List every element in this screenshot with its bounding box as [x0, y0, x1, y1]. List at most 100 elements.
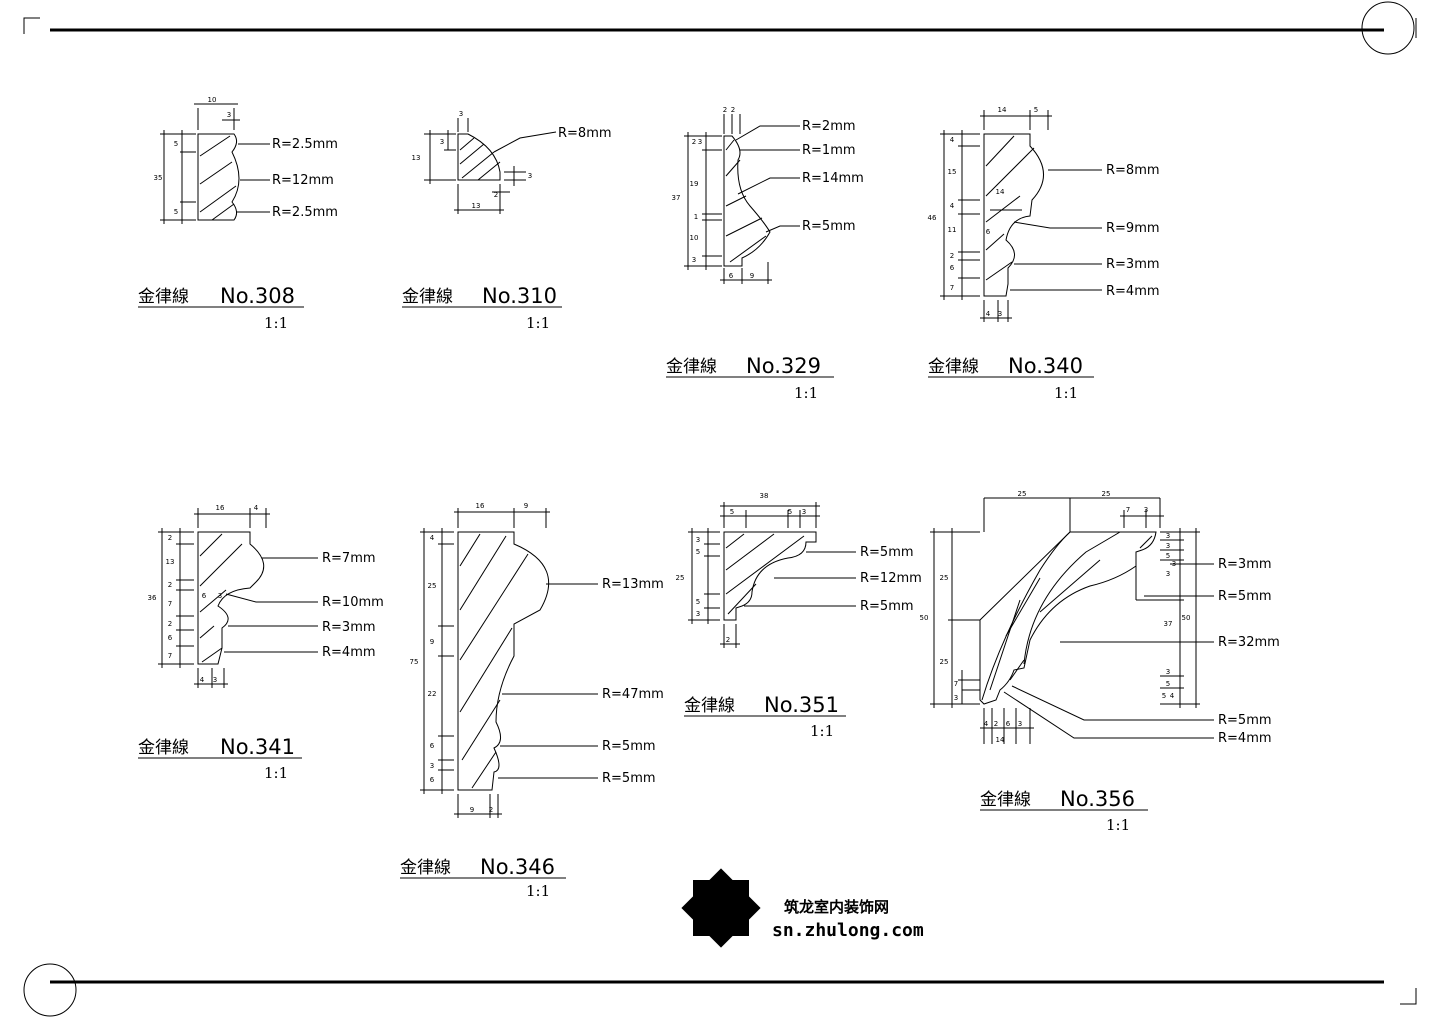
profile-340-dim: 46: [928, 214, 937, 222]
profile-356-dim: 5: [1166, 680, 1170, 688]
profile-310-leaders: [493, 131, 557, 153]
profile-346-dim: 2: [489, 806, 493, 814]
profile-356-section: [930, 497, 1200, 744]
profile-341-dim: 36: [148, 594, 157, 602]
profile-356-dim: 4: [984, 720, 989, 728]
profile-340-radius-label: R=3mm: [1106, 257, 1160, 272]
profile-308-radius-label: R=2.5mm: [272, 137, 338, 152]
profile-340-radius-label: R=4mm: [1106, 284, 1160, 299]
profile-310-dim: 2: [494, 191, 498, 199]
profile-308-dim: 5: [174, 208, 178, 216]
profile-341-dim: 2: [168, 581, 172, 589]
zhulong-logo-icon: [681, 868, 761, 948]
profile-351-radius-label: R=5mm: [860, 545, 914, 560]
profile-308-scale: 1:1: [264, 314, 288, 332]
profile-351-section: [688, 502, 820, 648]
profile-329-section: [684, 114, 772, 284]
profile-356-dim: 5: [1166, 552, 1170, 560]
profile-310-dim: 13: [412, 154, 421, 162]
profile-308-dim: 5: [174, 140, 178, 148]
profile-308-dim: 3: [227, 111, 231, 119]
profile-351-dim: 5: [696, 598, 700, 606]
profile-356-dim: 37: [1164, 620, 1173, 628]
profile-340-dim: 4: [950, 202, 955, 210]
profile-308-dim: 10: [208, 96, 217, 104]
profile-329-dim: 2: [723, 106, 727, 114]
profile-329-title-number: No.329: [746, 354, 821, 378]
profile-356-radius-label: R=32mm: [1218, 635, 1280, 650]
profile-341-scale: 1:1: [264, 764, 288, 782]
profile-329-radius-label: R=1mm: [802, 143, 856, 158]
profile-341-dim: 4: [254, 504, 259, 512]
profile-346-dim: 6: [430, 776, 435, 784]
profile-351-dim: 25: [676, 574, 685, 582]
profile-340-radius-label: R=9mm: [1106, 221, 1160, 236]
profile-346-dim: 9: [430, 638, 434, 646]
profile-340-dim: 11: [948, 226, 957, 234]
profile-351-radius-label: R=12mm: [860, 571, 922, 586]
profile-346-dim: 16: [476, 502, 485, 510]
watermark: 筑龙室内装饰网 sn.zhulong.com: [681, 868, 924, 948]
profile-351-dim: 3: [696, 610, 700, 618]
profile-329-scale: 1:1: [794, 384, 818, 402]
profile-346-leaders: [498, 583, 598, 779]
profile-329-radius-label: R=14mm: [802, 171, 864, 186]
profile-351-dim: 38: [760, 492, 769, 500]
profile-340-dim: 6: [950, 264, 955, 272]
profile-340-dim: 6: [986, 228, 991, 236]
profile-310: 3 3 13 3 2 13 R=8mm 金律線 No.310 1:1: [402, 110, 612, 332]
profile-356-dim: 6: [1006, 720, 1011, 728]
profile-351-dim: 5: [788, 508, 792, 516]
profile-341-dim: 6: [168, 634, 173, 642]
profile-356-dim: 4: [1170, 692, 1175, 700]
profile-341-dim: 16: [216, 504, 225, 512]
sheet-frame: [23, 1, 1417, 1017]
profile-341-radius-label: R=3mm: [322, 620, 376, 635]
profile-341-dim: 4: [200, 676, 205, 684]
profile-329-radius-label: R=2mm: [802, 119, 856, 134]
profile-310-scale: 1:1: [526, 314, 550, 332]
profile-310-title-name: 金律線: [402, 287, 453, 307]
profile-329-dim: 2: [731, 106, 735, 114]
profile-310-section: [424, 118, 526, 214]
profile-351-dim: 3: [696, 536, 700, 544]
profile-308-dim: 35: [154, 174, 163, 182]
profile-346-dim: 25: [428, 582, 437, 590]
profile-351-dim: 3: [802, 508, 806, 516]
profile-310-dim: 3: [528, 172, 532, 180]
profile-329-dim: 2: [692, 138, 696, 146]
profile-341-dim: 2: [168, 620, 172, 628]
profile-356-radius-label: R=5mm: [1218, 589, 1272, 604]
profile-340-dim: 4: [950, 136, 955, 144]
profile-329-dim: 37: [672, 194, 681, 202]
profile-346-dim: 3: [430, 762, 434, 770]
profile-356-dim: 25: [1102, 490, 1111, 498]
profile-346-scale: 1:1: [526, 882, 550, 900]
profile-340-dim: 14: [998, 106, 1007, 114]
profile-356-dim: 3: [1166, 532, 1170, 540]
profile-351: 38 5 5 3 3 5 25 5 3 2 R=5mm R=12mm R=5mm…: [676, 492, 922, 740]
profile-356-dim: 14: [996, 736, 1005, 744]
profile-340-dim: 2: [950, 252, 954, 260]
profile-356-dim: 3: [1166, 668, 1170, 676]
profile-308-title-name: 金律線: [138, 287, 189, 307]
profile-308-title-number: No.308: [220, 284, 295, 308]
profile-341: 16 4 2 13 2 36 7 6 3 2 6 7 4 3 R=7mm R=1…: [138, 504, 384, 782]
profile-329: 2 2 2 3 37 19 1 10 3 6 9 R=2mm R=1mm R=1…: [666, 106, 864, 402]
profile-346-radius-label: R=5mm: [602, 739, 656, 754]
profile-356-dim: 50: [920, 614, 929, 622]
profile-329-dim: 3: [698, 138, 702, 146]
profile-351-radius-label: R=5mm: [860, 599, 914, 614]
profile-356-title-number: No.356: [1060, 787, 1135, 811]
profile-356-dim: 25: [940, 658, 949, 666]
profile-346-dim: 9: [470, 806, 474, 814]
profile-356-dim: 50: [1182, 614, 1191, 622]
profile-351-leaders: [744, 551, 856, 607]
profile-356-dim: 25: [1018, 490, 1027, 498]
profile-341-dim: 7: [168, 600, 172, 608]
profile-340-scale: 1:1: [1054, 384, 1078, 402]
profile-329-dim: 19: [690, 180, 699, 188]
profile-341-title-number: No.341: [220, 735, 295, 759]
profile-340-title-name: 金律線: [928, 357, 979, 377]
